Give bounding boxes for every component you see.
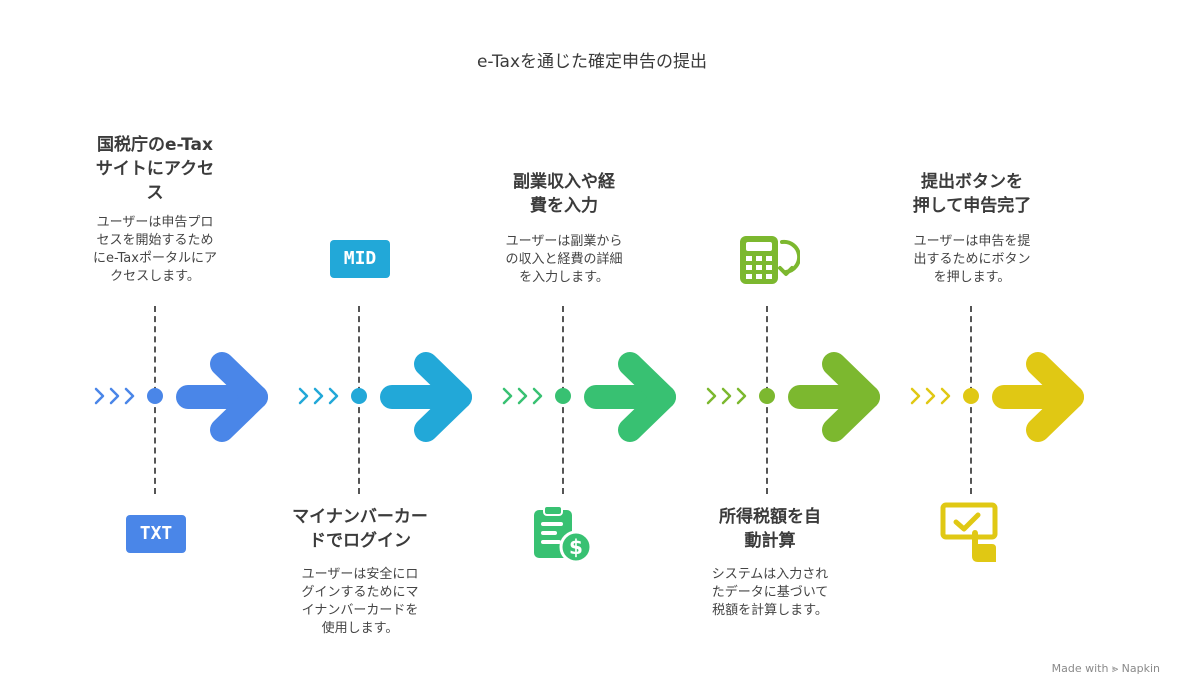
arrow-right-icon (584, 352, 676, 442)
arrow-right-icon (380, 352, 472, 442)
step-title: 所得税額を自動計算 (719, 507, 821, 551)
watermark: Made with ⪢ Napkin (1051, 662, 1160, 675)
mid-badge-icon: MID (330, 240, 390, 278)
step-description: ユーザーは申告を提出するためにボタンを押します。 (913, 234, 1031, 285)
arrow-right-icon (788, 352, 880, 442)
timeline-dot (555, 388, 571, 404)
calculator-refresh-icon (740, 236, 800, 284)
diagram-title: e-Taxを通じた確定申告の提出 (476, 52, 708, 72)
step-description: システムは入力されたデータに基づいて税額を計算します。 (711, 567, 829, 618)
step-description: ユーザーは安全にログインするためにマイナンバーカードを使用します。 (301, 567, 419, 636)
svg-text:$: $ (569, 535, 583, 559)
step-description: ユーザーは副業からの収入と経費の詳細を入力します。 (505, 234, 623, 285)
chevrons-icon (94, 387, 135, 405)
clipboard-dollar-icon: $ (534, 505, 593, 564)
step-description: ユーザーは申告プロセスを開始するためにe-Taxポータルにアクセスします。 (93, 215, 217, 284)
chevrons-icon (502, 387, 543, 405)
timeline-dot (759, 388, 775, 404)
timeline-dot (351, 388, 367, 404)
step-title: 副業収入や経費を入力 (513, 172, 615, 216)
step-title: 提出ボタンを押して申告完了 (912, 172, 1032, 216)
chevrons-icon (706, 387, 747, 405)
touch-check-icon (940, 502, 998, 562)
arrow-right-icon (992, 352, 1084, 442)
timeline-dot (147, 388, 163, 404)
arrow-right-icon (176, 352, 268, 442)
chevrons-icon (298, 387, 339, 405)
step-title: マイナンバーカードでログイン (292, 507, 428, 551)
chevrons-icon (910, 387, 951, 405)
txt-badge-icon: TXT (126, 515, 186, 553)
timeline-dot (963, 388, 979, 404)
